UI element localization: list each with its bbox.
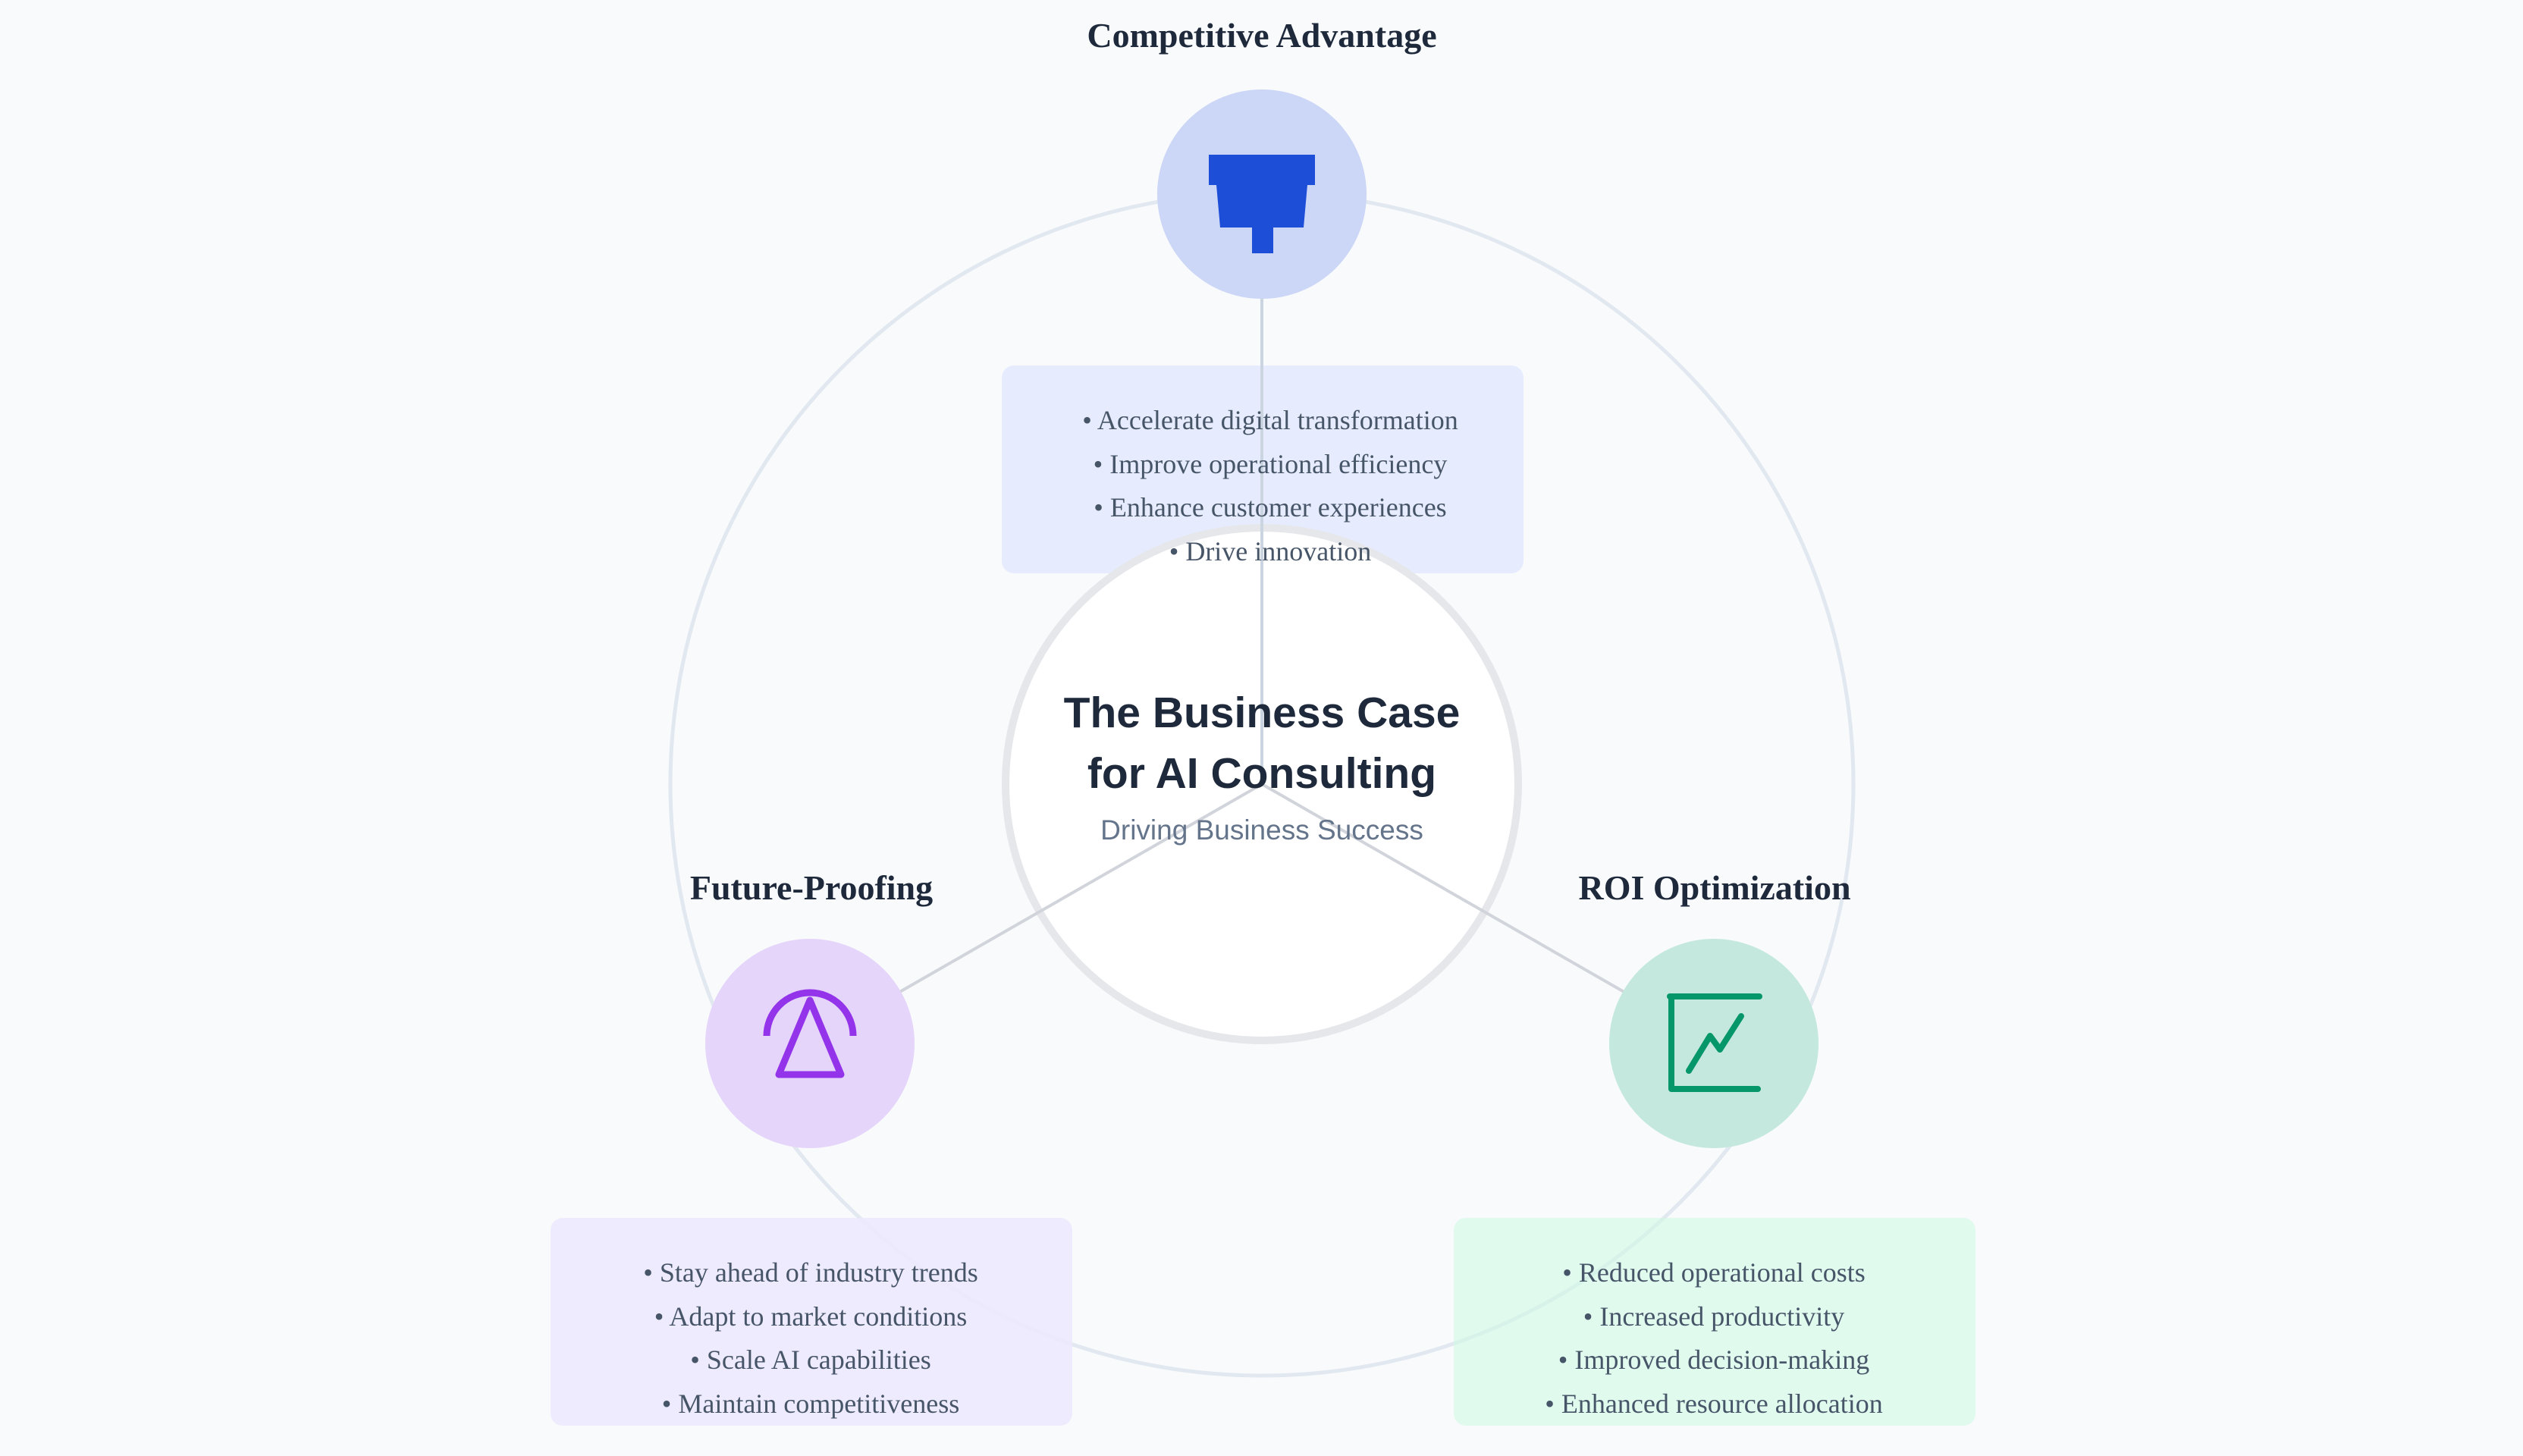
future-proofing-box — [551, 1218, 1072, 1426]
bullet-item: • Drive innovation — [1169, 535, 1372, 566]
bullet-item: • Improve operational efficiency — [1093, 448, 1448, 479]
center-subtitle: Driving Business Success — [1100, 814, 1423, 846]
competitive-advantage-bullets: • Accelerate digital transformation • Im… — [1010, 366, 1530, 573]
radar-icon — [763, 989, 857, 1078]
bullet-item: • Enhanced resource allocation — [1545, 1388, 1883, 1419]
bullet-item: • Increased productivity — [1583, 1301, 1845, 1332]
future-proofing-bullets: • Stay ahead of industry trends • Adapt … — [551, 1218, 1071, 1426]
trophy-icon — [1209, 155, 1315, 253]
roi-optimization-bullets: • Reduced operational costs • Increased … — [1454, 1218, 1974, 1426]
center-title: The Business Case for AI Consulting — [959, 682, 1565, 804]
bullet-item: • Scale AI capabilities — [690, 1345, 931, 1375]
bullet-item: • Accelerate digital transformation — [1082, 405, 1458, 435]
bullet-item: • Enhance customer experiences — [1094, 492, 1447, 522]
competitive-advantage-title: Competitive Advantage — [1087, 16, 1437, 55]
roi-optimization-title: ROI Optimization — [1578, 868, 1851, 907]
bullet-item: • Stay ahead of industry trends — [643, 1257, 978, 1288]
roi-optimization-box — [1454, 1218, 1975, 1426]
future-proofing-title: Future-Proofing — [689, 868, 934, 907]
bullet-item: • Maintain competitiveness — [661, 1388, 960, 1419]
future-proofing-node — [705, 939, 915, 1148]
center-title-line1: The Business Case — [1063, 689, 1461, 737]
bullet-item: • Reduced operational costs — [1562, 1257, 1866, 1288]
bullet-item: • Adapt to market conditions — [654, 1301, 968, 1332]
chart-icon — [1667, 993, 1762, 1092]
bullet-item: • Improved decision-making — [1558, 1345, 1870, 1375]
center-title-line2: for AI Consulting — [1087, 749, 1437, 798]
